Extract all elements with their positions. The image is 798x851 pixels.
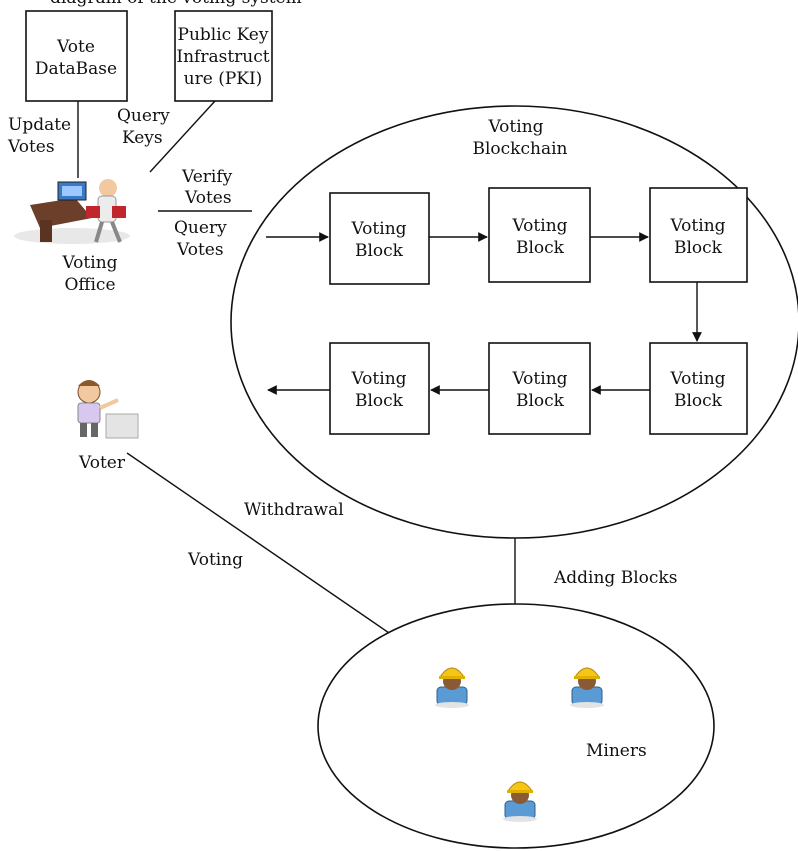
pki-label-1: Public Key [178, 25, 269, 45]
verify-votes-label-1: Verify [181, 167, 233, 187]
adding-blocks-label: Adding Blocks [553, 568, 677, 588]
voting-block-3: Voting Block [649, 187, 748, 283]
update-votes-label-1: Update [8, 115, 71, 135]
voting-office-label-2: Office [64, 275, 115, 295]
update-votes-label-2: Votes [7, 137, 55, 157]
miner-helmet-icon [435, 667, 469, 708]
query-keys-label-1: Query [117, 106, 170, 126]
withdrawal-label: Withdrawal [244, 500, 344, 520]
vote-database-box [25, 10, 128, 102]
svg-text:Block: Block [516, 391, 565, 411]
miners-ellipse [317, 603, 715, 849]
voting-withdrawal-line [126, 452, 393, 636]
verify-votes-label-2: Votes [184, 188, 232, 208]
svg-text:Block: Block [674, 238, 723, 258]
voting-block-1: Voting Block [329, 192, 430, 285]
svg-text:Voting: Voting [511, 369, 567, 389]
voting-block-5: Voting Block [488, 342, 591, 435]
voting-label: Voting [187, 550, 243, 570]
query-keys-label-2: Keys [122, 128, 163, 148]
pki-box [174, 10, 273, 102]
query-votes-label-1: Query [174, 218, 227, 238]
svg-text:Voting: Voting [669, 216, 725, 236]
svg-text:Block: Block [355, 241, 404, 261]
vote-database-label-2: DataBase [35, 59, 117, 79]
voting-blockchain-ellipse [230, 105, 798, 539]
pki-label-2: Infrastruct [176, 47, 269, 67]
miners-label: Miners [586, 741, 647, 761]
blockchain-label-1: Voting [487, 117, 543, 137]
caption-fragment: diagram of the voting system [50, 0, 302, 8]
svg-text:Voting: Voting [350, 369, 406, 389]
svg-text:Block: Block [355, 391, 404, 411]
svg-text:Block: Block [516, 238, 565, 258]
miner-helmet-icon [503, 781, 537, 822]
query-keys-line [149, 100, 216, 173]
office-worker-desk-icon [14, 179, 130, 244]
miner-helmet-icon [570, 667, 604, 708]
svg-text:Voting: Voting [350, 219, 406, 239]
query-votes-label-2: Votes [176, 240, 224, 260]
pki-label-3: ure (PKI) [184, 69, 263, 89]
vote-database-label-1: Vote [56, 37, 95, 57]
voting-office-label-1: Voting [61, 253, 117, 273]
voting-block-4: Voting Block [329, 342, 430, 435]
svg-text:Voting: Voting [511, 216, 567, 236]
voting-block-6: Voting Block [649, 342, 748, 435]
svg-text:Voting: Voting [669, 369, 725, 389]
blockchain-label-2: Blockchain [473, 139, 568, 159]
voter-ballot-icon [77, 380, 139, 439]
voter-label: Voter [78, 453, 126, 473]
voting-block-2: Voting Block [488, 187, 591, 283]
svg-text:Block: Block [674, 391, 723, 411]
